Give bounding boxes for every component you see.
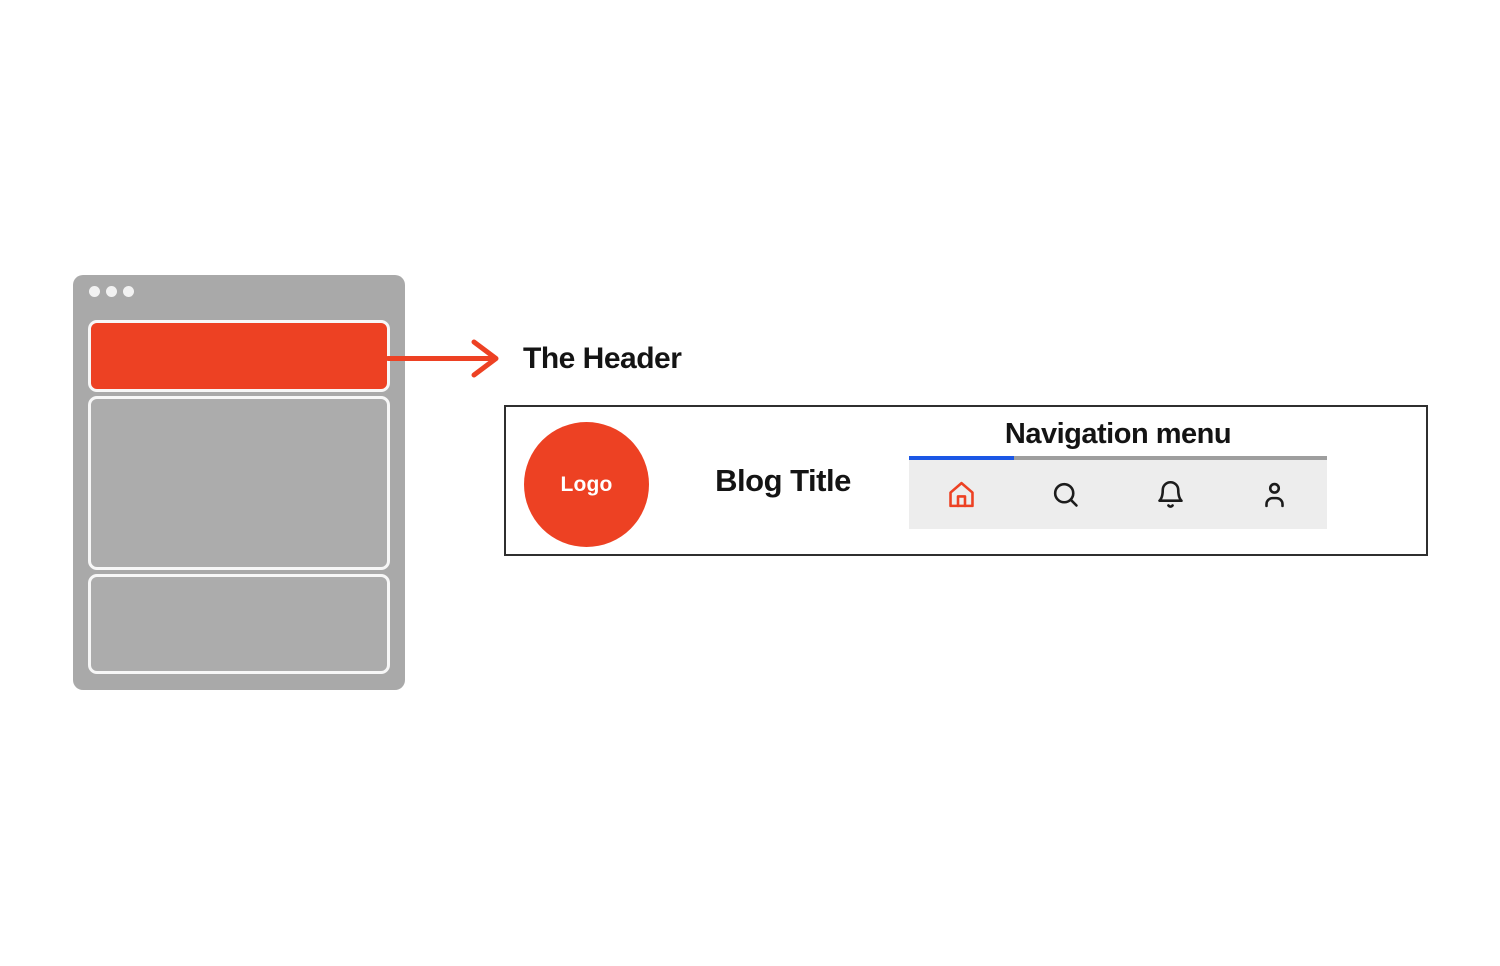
window-dot-icon <box>89 286 100 297</box>
navigation-bar <box>909 460 1327 529</box>
logo-label: Logo <box>560 472 613 496</box>
bell-icon <box>1157 481 1183 508</box>
nav-notifications-button[interactable] <box>1118 460 1223 529</box>
browser-window-mockup <box>73 275 405 690</box>
mockup-header-block <box>88 320 390 392</box>
nav-menu-label: Navigation menu <box>1004 418 1232 450</box>
callout-label: The Header <box>523 342 682 375</box>
blog-title: Blog Title <box>715 462 851 498</box>
nav-search-button[interactable] <box>1014 460 1119 529</box>
nav-underline-track <box>909 456 1327 460</box>
mockup-footer-block <box>88 574 390 674</box>
callout-arrow-icon <box>386 339 499 378</box>
nav-home-button[interactable] <box>909 460 1014 529</box>
mockup-content-block <box>88 396 390 570</box>
search-icon <box>1054 482 1079 507</box>
navigation-area: Navigation menu <box>909 407 1327 554</box>
window-control-dots <box>89 286 134 297</box>
header-example-box: Logo Blog Title Navigation menu <box>504 405 1428 556</box>
home-icon <box>948 481 974 508</box>
window-dot-icon <box>123 286 134 297</box>
nav-profile-button[interactable] <box>1223 460 1328 529</box>
active-tab-indicator <box>909 456 1014 460</box>
user-icon <box>1265 482 1285 508</box>
window-dot-icon <box>106 286 117 297</box>
logo-badge: Logo <box>524 422 649 547</box>
